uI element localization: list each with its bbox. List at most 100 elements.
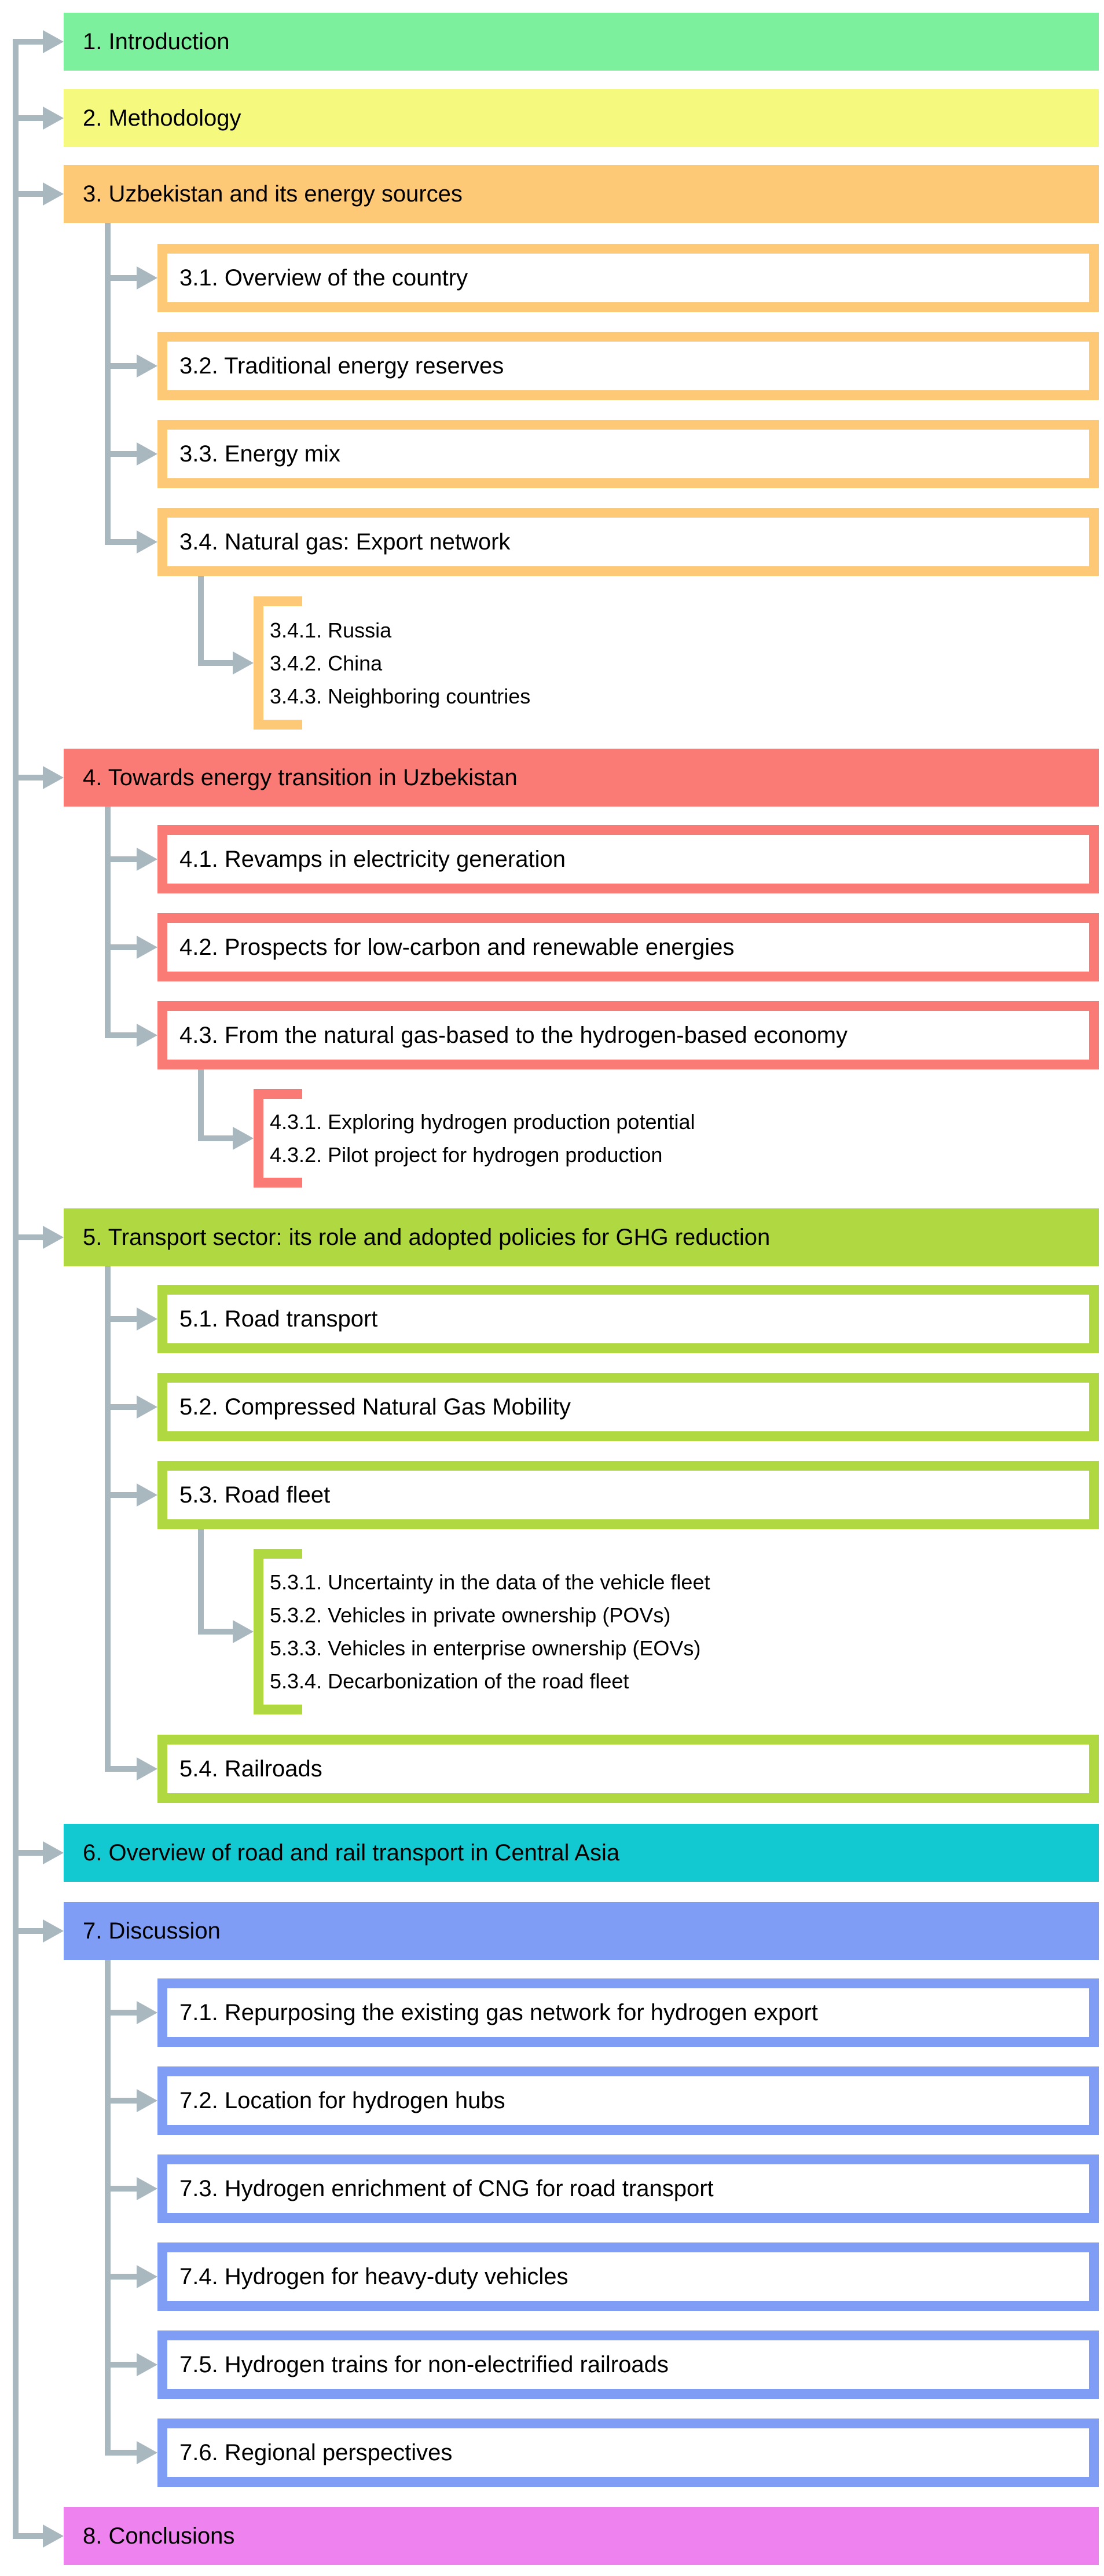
arrow-right-icon (137, 2177, 157, 2200)
arrow-right-icon (137, 1483, 157, 1507)
subsubsection-item-4-3-1: 4.3.1. Exploring hydrogen production pot… (270, 1110, 695, 1134)
subsection-label: 7.4. Hydrogen for heavy-duty vehicles (179, 2263, 568, 2289)
section-bar-4-label: 4. Towards energy transition in Uzbekist… (83, 764, 518, 790)
arrow-right-icon (137, 2353, 157, 2376)
arrow-right-icon (43, 30, 64, 53)
connector-stub (16, 1928, 45, 1934)
arrow-right-icon (43, 1919, 64, 1943)
subsection-box-7-4: 7.4. Hydrogen for heavy-duty vehicles (157, 2242, 1099, 2311)
connector-stub (108, 2274, 139, 2280)
section-bar-5-label: 5. Transport sector: its role and adopte… (83, 1224, 771, 1250)
subsection-box-4-1: 4.1. Revamps in electricity generation (157, 825, 1099, 893)
branch-line-section-5 (105, 1263, 111, 1772)
section-bar-2: 2. Methodology (64, 89, 1099, 147)
arrow-right-icon (137, 1024, 157, 1047)
subsection-label: 4.1. Revamps in electricity generation (179, 846, 566, 872)
subsection-box-3-1: 3.1. Overview of the country (157, 244, 1099, 312)
arrow-right-icon (137, 2265, 157, 2288)
subsection-label: 7.3. Hydrogen enrichment of CNG for road… (179, 2175, 714, 2201)
section-bar-5: 5. Transport sector: its role and adopte… (64, 1208, 1099, 1266)
connector-stub (16, 1850, 45, 1856)
arrow-right-icon (137, 936, 157, 959)
subsection-box-7-1: 7.1. Repurposing the existing gas networ… (157, 1978, 1099, 2047)
subsection-label: 4.2. Prospects for low-carbon and renewa… (179, 934, 735, 960)
connector-stub (108, 1316, 139, 1322)
section-bar-6-label: 6. Overview of road and rail transport i… (83, 1840, 620, 1866)
branch-line-section-3 (105, 220, 111, 545)
branch-line-5-3 (198, 1527, 204, 1635)
subsection-box-3-3: 3.3. Energy mix (157, 420, 1099, 488)
subsection-label: 5.3. Road fleet (179, 1482, 331, 1508)
connector-stub (108, 451, 139, 457)
branch-line-section-7 (105, 1957, 111, 2456)
connector-stub (201, 1135, 234, 1141)
section-bar-8: 8. Conclusions (64, 2507, 1099, 2565)
subsubsection-item-3-4-1: 3.4.1. Russia (270, 618, 392, 642)
subsubsection-item-5-3-4: 5.3.4. Decarbonization of the road fleet (270, 1669, 629, 1693)
arrow-right-icon (233, 1620, 254, 1643)
section-bar-4: 4. Towards energy transition in Uzbekist… (64, 749, 1099, 807)
subsubsection-item-4-3-2: 4.3.2. Pilot project for hydrogen produc… (270, 1143, 663, 1167)
connector-stub (108, 856, 139, 862)
connector-stub (108, 2450, 139, 2456)
bracket-icon-4-3 (254, 1089, 302, 1188)
branch-line-4-3 (198, 1068, 204, 1141)
trunk-line (13, 39, 19, 2539)
subsection-box-5-1: 5.1. Road transport (157, 1285, 1099, 1353)
bracket-icon-3-4 (254, 596, 302, 730)
subsubsection-item-5-3-2: 5.3.2. Vehicles in private ownership (PO… (270, 1603, 671, 1627)
connector-stub (108, 275, 139, 281)
subsection-label: 4.3. From the natural gas-based to the h… (179, 1022, 848, 1048)
subsection-box-7-6: 7.6. Regional perspectives (157, 2419, 1099, 2487)
subsection-box-5-3: 5.3. Road fleet (157, 1461, 1099, 1529)
connector-stub (108, 2362, 139, 2368)
connector-stub (108, 1492, 139, 1498)
subsection-label: 7.5. Hydrogen trains for non-electrified… (179, 2351, 669, 2377)
section-bar-6: 6. Overview of road and rail transport i… (64, 1824, 1099, 1882)
branch-line-section-4 (105, 804, 111, 1038)
section-bar-2-label: 2. Methodology (83, 105, 241, 131)
section-bar-3-label: 3. Uzbekistan and its energy sources (83, 181, 463, 207)
subsection-label: 5.1. Road transport (179, 1306, 378, 1332)
subsection-box-3-4: 3.4. Natural gas: Export network (157, 508, 1099, 576)
arrow-right-icon (43, 182, 64, 206)
subsection-label: 5.4. Railroads (179, 1756, 322, 1782)
subsubsection-list-5-3: 5.3.1. Uncertainty in the data of the ve… (270, 1549, 993, 1714)
subsection-box-3-2: 3.2. Traditional energy reserves (157, 332, 1099, 400)
connector-stub (16, 2533, 45, 2539)
subsection-label: 7.1. Repurposing the existing gas networ… (179, 1999, 818, 2025)
subsection-box-4-2: 4.2. Prospects for low-carbon and renewa… (157, 913, 1099, 981)
subsubsection-item-5-3-1: 5.3.1. Uncertainty in the data of the ve… (270, 1570, 710, 1594)
arrow-right-icon (137, 2089, 157, 2112)
arrow-right-icon (233, 1127, 254, 1150)
connector-stub (16, 1234, 45, 1240)
connector-stub (108, 2186, 139, 2192)
connector-stub (108, 1032, 139, 1038)
subsection-label: 3.4. Natural gas: Export network (179, 529, 511, 555)
arrow-right-icon (43, 766, 64, 789)
subsection-box-7-2: 7.2. Location for hydrogen hubs (157, 2066, 1099, 2135)
arrow-right-icon (233, 651, 254, 675)
connector-stub (108, 2098, 139, 2104)
section-bar-7-label: 7. Discussion (83, 1918, 221, 1944)
arrow-right-icon (137, 2001, 157, 2024)
subsection-box-5-2: 5.2. Compressed Natural Gas Mobility (157, 1373, 1099, 1441)
section-bar-8-label: 8. Conclusions (83, 2523, 235, 2549)
arrow-right-icon (137, 266, 157, 290)
subsubsection-list-3-4: 3.4.1. Russia 3.4.2. China 3.4.3. Neighb… (270, 596, 993, 730)
bracket-icon-5-3 (254, 1549, 302, 1714)
connector-stub (201, 1629, 234, 1635)
subsubsection-item-5-3-3: 5.3.3. Vehicles in enterprise ownership … (270, 1636, 701, 1660)
subsection-label: 5.2. Compressed Natural Gas Mobility (179, 1394, 571, 1420)
section-bar-7: 7. Discussion (64, 1902, 1099, 1960)
arrow-right-icon (137, 2441, 157, 2464)
section-bar-1: 1. Introduction (64, 13, 1099, 71)
arrow-right-icon (43, 107, 64, 130)
subsection-box-7-5: 7.5. Hydrogen trains for non-electrified… (157, 2331, 1099, 2399)
subsection-box-5-4: 5.4. Railroads (157, 1735, 1099, 1803)
connector-stub (108, 539, 139, 545)
subsection-label: 3.3. Energy mix (179, 441, 340, 467)
connector-stub (16, 115, 45, 121)
connector-stub (16, 191, 45, 197)
